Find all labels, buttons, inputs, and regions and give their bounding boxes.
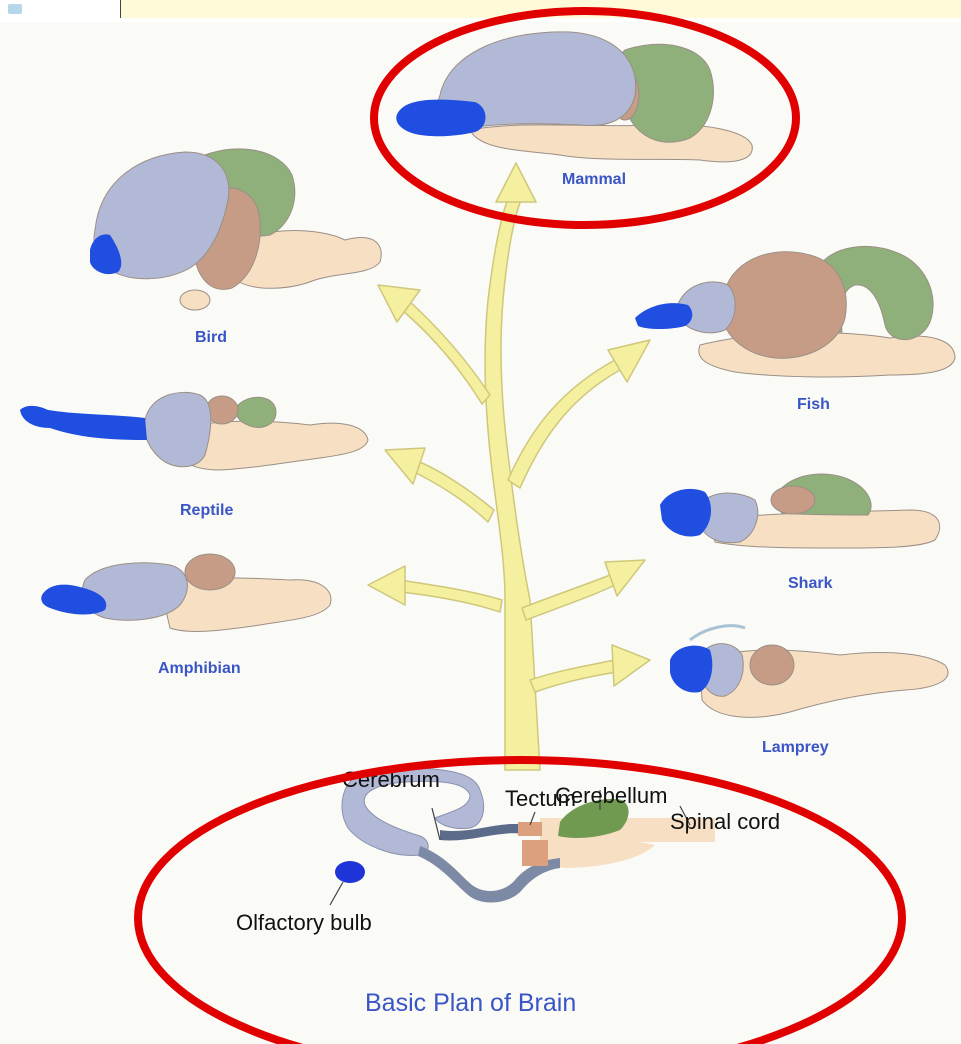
- label-olfactory-bulb: Olfactory bulb: [236, 910, 372, 935]
- shark-olfactory-bulb: [660, 489, 711, 537]
- reptile-olfactory-tract: [20, 406, 147, 440]
- fish-brain: [635, 246, 955, 377]
- bird-pituitary: [180, 290, 210, 310]
- arrow-head-fish: [608, 340, 650, 382]
- leader-olfactory-bulb: [330, 882, 343, 905]
- fish-olfactory-bulb: [635, 303, 692, 329]
- leader-cerebrum: [432, 808, 440, 840]
- branch-fish: [508, 360, 620, 488]
- lamprey-brain: [670, 626, 948, 718]
- branch-lamprey: [530, 660, 617, 692]
- lamprey-tectum: [750, 645, 794, 685]
- arrow-head-shark: [605, 560, 645, 596]
- label-lamprey: Lamprey: [762, 739, 829, 756]
- diagram-title: Basic Plan of Brain: [365, 989, 576, 1017]
- plan-midbrain: [522, 840, 548, 866]
- branch-amphibian: [400, 580, 502, 612]
- label-spinal-cord: Spinal cord: [670, 809, 780, 834]
- shark-brain: [660, 474, 940, 548]
- label-shark: Shark: [788, 575, 833, 592]
- lamprey-olfactory-bulb: [670, 646, 712, 693]
- label-amphibian: Amphibian: [158, 660, 241, 677]
- branch-reptile: [410, 460, 494, 522]
- reptile-cerebrum: [144, 392, 210, 466]
- lamprey-pineal: [690, 626, 745, 640]
- label-mammal: Mammal: [562, 171, 626, 188]
- amphibian-brain: [41, 554, 331, 631]
- label-tectum: Tectum: [505, 786, 576, 811]
- arrow-head-lamprey: [612, 645, 650, 686]
- reptile-brain: [20, 392, 368, 470]
- shark-tectum: [771, 486, 815, 514]
- label-fish: Fish: [797, 396, 830, 413]
- fish-tectum: [721, 252, 846, 358]
- branch-bird: [402, 300, 490, 404]
- label-reptile: Reptile: [180, 502, 233, 519]
- mammal-brain: [396, 32, 752, 162]
- label-bird: Bird: [195, 329, 227, 346]
- arrow-head-amphibian: [368, 566, 405, 605]
- plan-olfactory-bulb: [335, 861, 365, 883]
- arrow-head-reptile: [385, 448, 425, 484]
- evolution-tree: [368, 163, 650, 770]
- mammal-olfactory-bulb: [396, 100, 485, 137]
- branch-shark: [522, 575, 615, 620]
- amphibian-tectum: [185, 554, 235, 590]
- basic-plan: Cerebrum Cerebellum Tectum Spinal cord O…: [236, 767, 780, 1017]
- mammal-brainstem: [470, 124, 752, 161]
- arrow-head-mammal: [496, 163, 536, 202]
- bird-brain: [90, 149, 381, 310]
